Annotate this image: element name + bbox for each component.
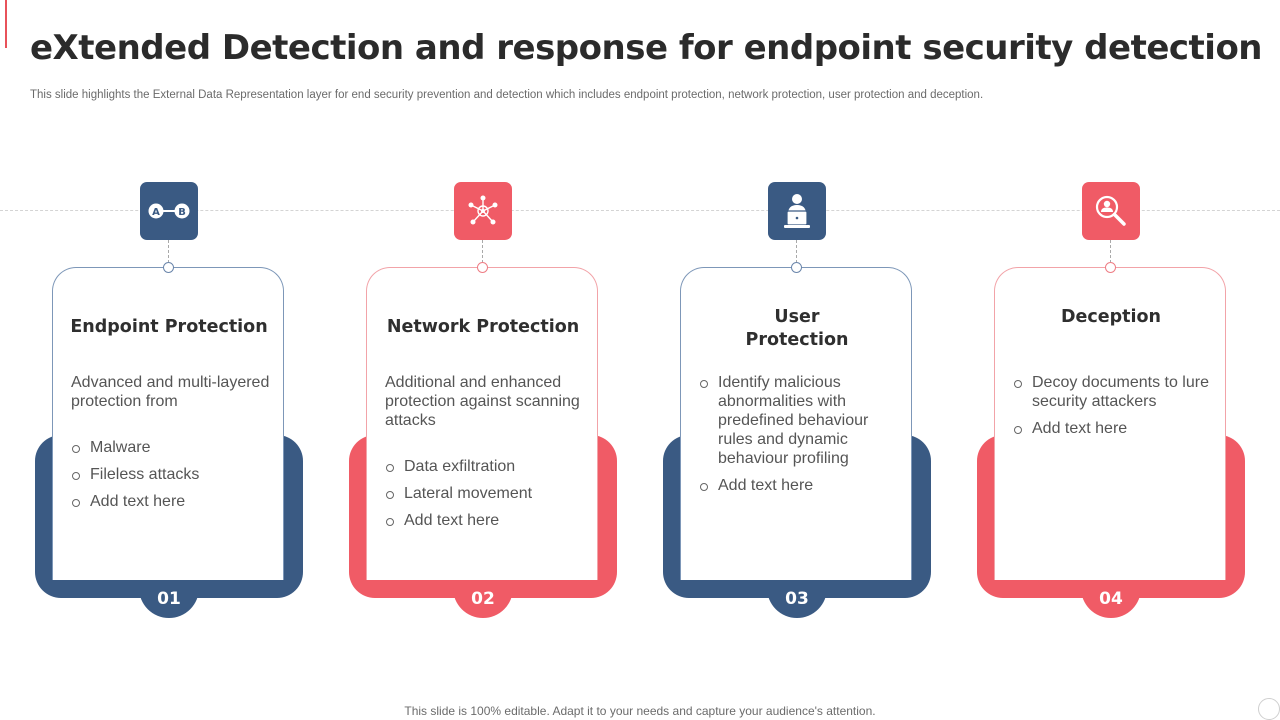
card-number: 03 bbox=[785, 589, 809, 609]
list-item: Data exfiltration bbox=[385, 457, 590, 476]
user-laptop-icon bbox=[768, 182, 826, 240]
card-bullet-list: Decoy documents to lure security attacke… bbox=[1013, 373, 1218, 446]
card-number: 04 bbox=[1099, 589, 1123, 609]
accent-bar bbox=[5, 0, 7, 48]
connector-line bbox=[1110, 240, 1111, 263]
card-network-protection: 02 Network Protection Additional and enh… bbox=[349, 182, 619, 622]
list-item: Add text here bbox=[385, 511, 590, 530]
svg-text:B: B bbox=[178, 207, 186, 218]
magnifier-user-icon bbox=[1082, 182, 1140, 240]
connector-line bbox=[168, 240, 169, 263]
card-panel: Network Protection Additional and enhanc… bbox=[366, 267, 598, 580]
card-number: 02 bbox=[471, 589, 495, 609]
a-to-b-icon: A B bbox=[140, 182, 198, 240]
connector-dot bbox=[477, 262, 488, 273]
card-heading: User Protection bbox=[681, 306, 913, 352]
connector-line bbox=[482, 240, 483, 263]
timeline-dashed-line bbox=[0, 210, 1280, 211]
list-item: Add text here bbox=[1013, 419, 1218, 438]
connector-dot bbox=[163, 262, 174, 273]
connector-dot bbox=[791, 262, 802, 273]
card-heading: Network Protection bbox=[386, 317, 580, 337]
list-item: Decoy documents to lure security attacke… bbox=[1013, 373, 1218, 411]
card-panel: Deception Decoy documents to lure securi… bbox=[994, 267, 1226, 580]
connector-dot bbox=[1105, 262, 1116, 273]
card-bullet-list: Data exfiltration Lateral movement Add t… bbox=[385, 457, 590, 538]
list-item: Lateral movement bbox=[385, 484, 590, 503]
card-deception: 04 Deception Decoy documents to lure sec… bbox=[977, 182, 1247, 622]
card-user-protection: 03 User Protection Identify malicious ab… bbox=[663, 182, 933, 622]
card-bullet-list: Identify malicious abnormalities with pr… bbox=[699, 373, 904, 503]
card-panel: User Protection Identify malicious abnor… bbox=[680, 267, 912, 580]
card-heading-line: Protection bbox=[745, 330, 849, 350]
card-panel: Endpoint Protection Advanced and multi-l… bbox=[52, 267, 284, 580]
list-item: Add text here bbox=[71, 492, 276, 511]
network-hub-icon bbox=[454, 182, 512, 240]
footer-note: This slide is 100% editable. Adapt it to… bbox=[404, 704, 876, 718]
list-item: Identify malicious abnormalities with pr… bbox=[699, 373, 904, 468]
svg-text:A: A bbox=[152, 207, 160, 218]
list-item: Fileless attacks bbox=[71, 465, 276, 484]
card-heading-line: User bbox=[774, 307, 820, 327]
page-subtitle: This slide highlights the External Data … bbox=[30, 89, 984, 101]
card-description: Advanced and multi-layered protection fr… bbox=[71, 374, 270, 410]
card-description: Additional and enhanced protection again… bbox=[385, 374, 580, 429]
page-title: eXtended Detection and response for endp… bbox=[30, 28, 1263, 68]
card-number: 01 bbox=[157, 589, 181, 609]
list-item: Malware bbox=[71, 438, 276, 457]
card-heading: Endpoint Protection bbox=[70, 317, 268, 337]
card-endpoint-protection: 01 Endpoint Protection Advanced and mult… bbox=[35, 182, 305, 622]
corner-circle bbox=[1258, 698, 1280, 720]
connector-line bbox=[796, 240, 797, 263]
list-item: Add text here bbox=[699, 476, 904, 495]
card-heading: Deception bbox=[1060, 307, 1161, 327]
card-bullet-list: Malware Fileless attacks Add text here bbox=[71, 438, 276, 519]
